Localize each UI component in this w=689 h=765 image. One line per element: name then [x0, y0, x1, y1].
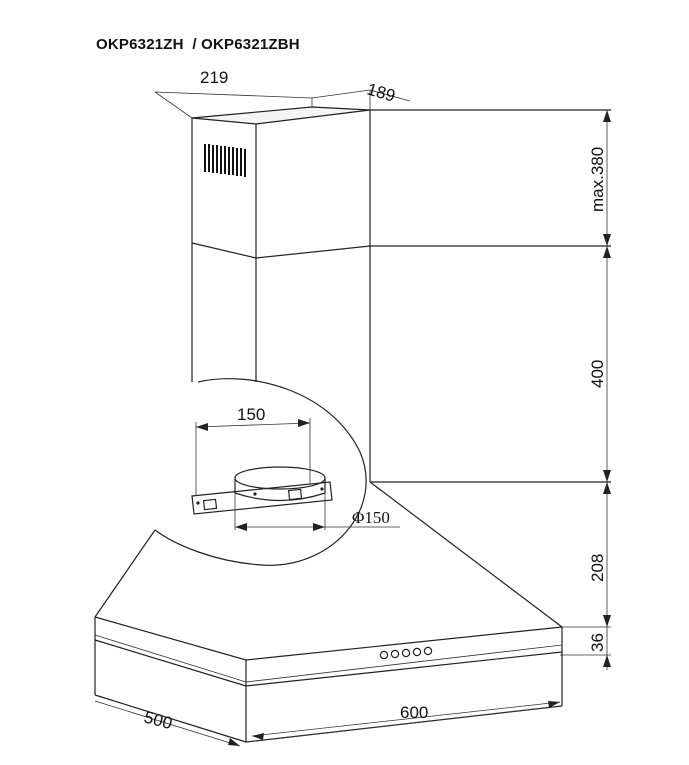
lower-chimney-height-label: 400 — [588, 360, 607, 388]
wall-lines — [370, 109, 611, 483]
hood-depth-label: 500 — [142, 708, 174, 734]
upper-chimney — [191, 106, 371, 482]
flange-width-label: 150 — [237, 405, 265, 424]
hood-canopy — [94, 481, 563, 743]
top-dimension-lines — [154, 89, 411, 119]
vent-slots — [204, 144, 246, 177]
bottom-dimension-lines — [94, 700, 563, 747]
chimney-width-label: 219 — [200, 68, 228, 87]
detail-magnifier — [154, 378, 367, 566]
control-buttons — [379, 646, 433, 660]
base-height-label: 36 — [588, 633, 607, 652]
vertical-dimension-line — [560, 110, 611, 670]
upper-chimney-height-label: max.380 — [588, 147, 607, 212]
exhaust-flange — [191, 418, 400, 531]
canopy-height-label: 208 — [588, 554, 607, 582]
model-title: OKP6321ZH / OKP6321ZBH — [96, 36, 300, 53]
hood-width-label: 600 — [400, 703, 428, 722]
flange-diameter-label: Φ150 — [352, 508, 390, 527]
